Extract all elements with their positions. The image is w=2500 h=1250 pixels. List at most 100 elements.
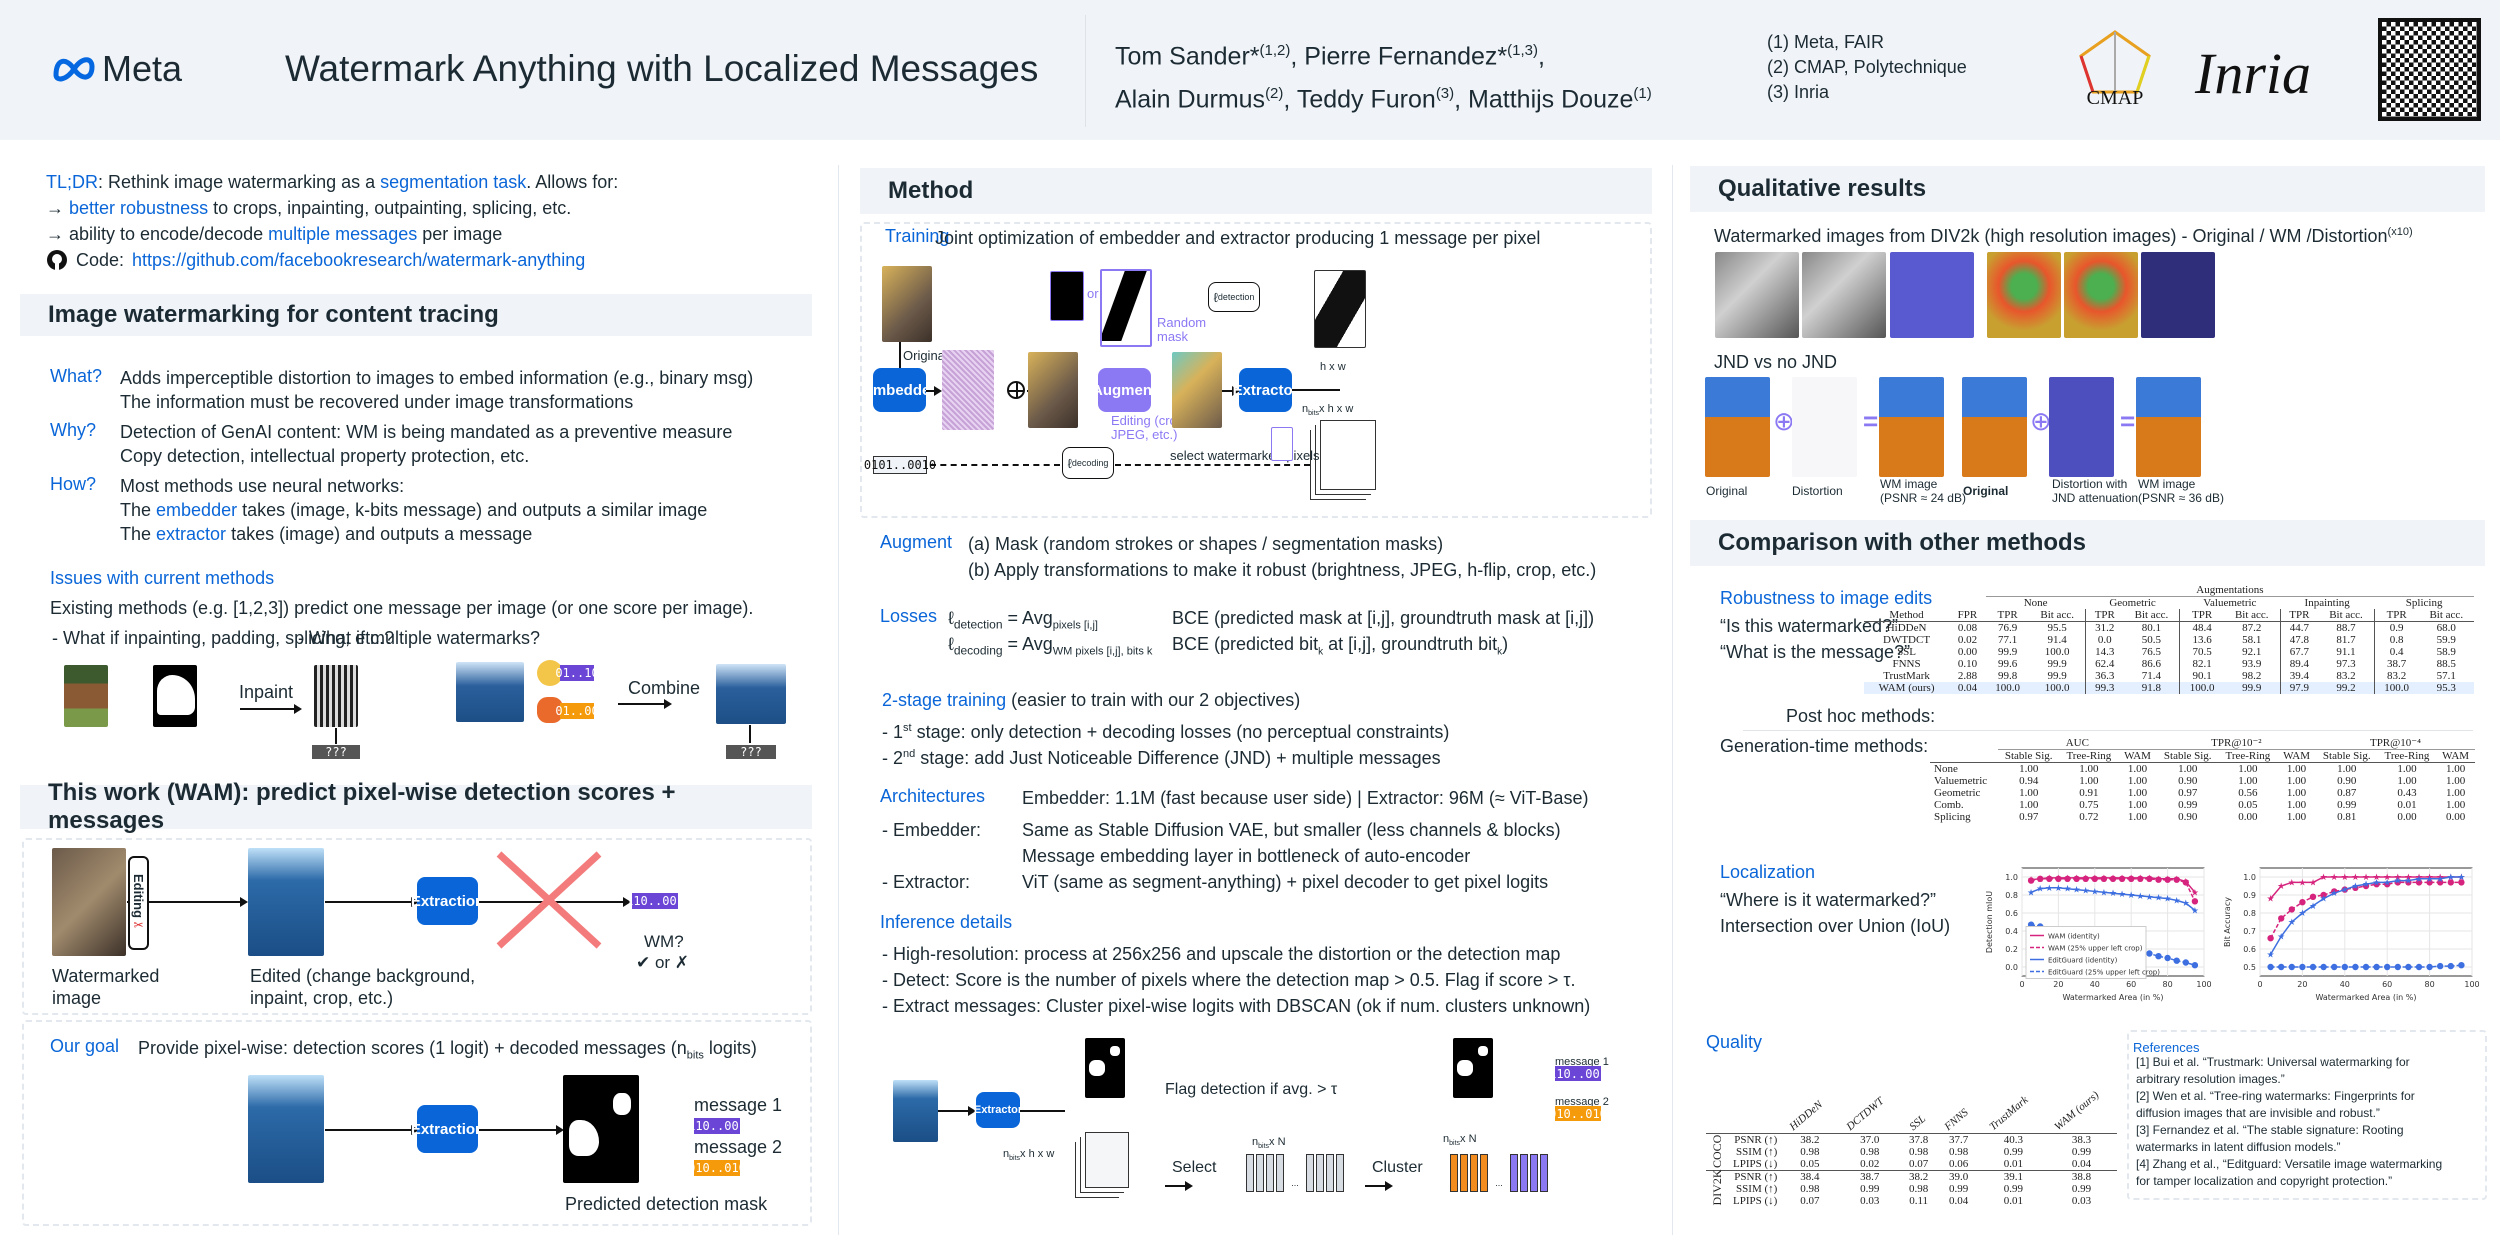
x-tick-label: 0 [2257, 980, 2262, 989]
data-point: ★ [2415, 873, 2423, 883]
extractor-box: Extractor [974, 1092, 1022, 1128]
data-point [2155, 876, 2162, 883]
editing-label: Editing (crop,JPEG, etc.) [1111, 413, 1188, 442]
table-cell: 1.00 [2127, 787, 2148, 799]
message-2-badge: 010..010 [688, 1160, 746, 1176]
data-point: ★ [2182, 899, 2190, 909]
table-cell: LPIPS (↓) [1733, 1194, 1778, 1207]
column-header: Stable Sig. [2156, 749, 2219, 763]
arrow [926, 386, 942, 396]
table-cell: 0.01 [2397, 799, 2417, 811]
x-tick-label: 80 [2425, 980, 2435, 989]
data-point [2373, 963, 2380, 971]
localization-label: Localization [1720, 862, 1816, 882]
data-point: ★ [2436, 873, 2444, 883]
table-cell: 97.3 [2336, 658, 2356, 670]
group-label: TPR@10⁻² [2156, 736, 2316, 750]
our-goal-box [22, 1020, 812, 1226]
table-cell: SSIM (↑) [1736, 1145, 1778, 1158]
div2k-text: Watermarked images from DIV2k (high reso… [1714, 226, 2413, 246]
how-label: How? [50, 474, 97, 494]
section-title-content-tracing: Image watermarking for content tracing [20, 294, 812, 336]
penguin-distortion [1890, 252, 1974, 338]
message-2-badge: 010..010 [1549, 1106, 1607, 1121]
table-cell: 0.05 [1800, 1157, 1820, 1170]
data-point [2055, 875, 2062, 882]
header-cell [1949, 597, 1986, 610]
x-axis-label: Watermarked Area (in %) [2062, 993, 2163, 1002]
table-cell: 83.2 [2373, 670, 2419, 682]
flower-watermarked [2064, 252, 2138, 338]
message-1-badge: 110..001 [1549, 1066, 1607, 1081]
table-cell: HiDDeN [1886, 622, 1927, 634]
table-cell: 58.1 [2242, 634, 2262, 646]
table-cell: 0.00 [2238, 811, 2258, 823]
table-cell: 59.9 [2436, 634, 2456, 646]
authors-line-1: Tom Sander*(1,2), Pierre Fernandez*(1,3)… [1115, 42, 1545, 71]
data-point: ★ [2330, 873, 2338, 883]
message-b-badge: 01..00 [555, 703, 599, 719]
y-tick-label: 0.5 [2243, 963, 2256, 972]
group-label: TPR@10⁻⁴ [2315, 736, 2475, 750]
data-point [2447, 879, 2454, 886]
references-box [2127, 1030, 2487, 1200]
table-cell: 39.4 [2279, 670, 2319, 682]
table-cell: SSIM (↑) [1736, 1182, 1778, 1195]
table-cell: 0.91 [2079, 787, 2099, 799]
table-cell: DWTDCT [1883, 634, 1931, 646]
data-point [2155, 953, 2162, 960]
localization-question: “Where is it watermarked?” [1720, 890, 1937, 910]
data-point: ★ [2298, 878, 2306, 888]
table-cell: 99.6 [1997, 658, 2018, 670]
rotated-header: SSL [1907, 1112, 1929, 1133]
flower-original [1987, 252, 2061, 338]
augment-a: (a) Mask (random strokes or shapes / seg… [968, 534, 1444, 554]
x-tick-label: 60 [2382, 980, 2392, 989]
y-tick-label: 1.0 [2005, 873, 2018, 882]
data-point [2288, 906, 2295, 913]
architectures-label: Architectures [880, 786, 986, 806]
data-point [2027, 877, 2035, 884]
data-point: ★ [2054, 884, 2062, 894]
y-tick-label: 0.6 [2243, 945, 2256, 954]
arch-embedder-2: Message embedding layer in bottleneck of… [1022, 846, 1471, 866]
table-cell: 0.99 [2337, 799, 2357, 811]
augmented-image [1172, 352, 1222, 428]
group-header: Augmentations [1985, 584, 2474, 597]
table-cell: 13.6 [2179, 634, 2224, 646]
table-cell: 70.5 [2179, 646, 2224, 658]
data-point: ★ [2309, 878, 2317, 888]
table-cell: 0.99 [2071, 1145, 2092, 1158]
data-point [2100, 875, 2108, 882]
table-cell: 0.4 [2373, 646, 2419, 658]
table-cell: 92.1 [2242, 646, 2262, 658]
wm-question: WM? [644, 932, 684, 951]
table-cell: 89.4 [2279, 658, 2319, 670]
message-1-badge: 110..001 [688, 1118, 746, 1134]
table-cell: 38.2 [1901, 1169, 1937, 1183]
column-header: FNNS [1936, 1075, 1982, 1134]
table-cell: 1.00 [2079, 775, 2099, 787]
down-arrow [749, 725, 751, 743]
tldr-line-3: → ability to encode/decode multiple mess… [46, 224, 503, 244]
data-point: ★ [2457, 873, 2465, 883]
header-divider [1085, 15, 1086, 127]
data-point: ★ [2191, 906, 2199, 916]
x-tick-label: 20 [2053, 980, 2063, 989]
data-point: ★ [2267, 895, 2275, 905]
github-link[interactable]: https://github.com/facebookresearch/wate… [132, 250, 586, 270]
table-cell: 36.3 [2084, 670, 2124, 682]
cluster-arrow [1365, 1181, 1393, 1191]
github-icon [47, 250, 67, 270]
x-tick-label: 40 [2340, 980, 2350, 989]
data-point [2362, 963, 2370, 971]
table-cell: 1.00 [2127, 763, 2148, 775]
table-cell: 0.87 [2337, 787, 2357, 799]
table-cell: 99.3 [2084, 682, 2124, 694]
data-point [2320, 891, 2327, 899]
qr-code[interactable] [2378, 18, 2481, 121]
table-cell: 1.00 [2238, 763, 2258, 775]
